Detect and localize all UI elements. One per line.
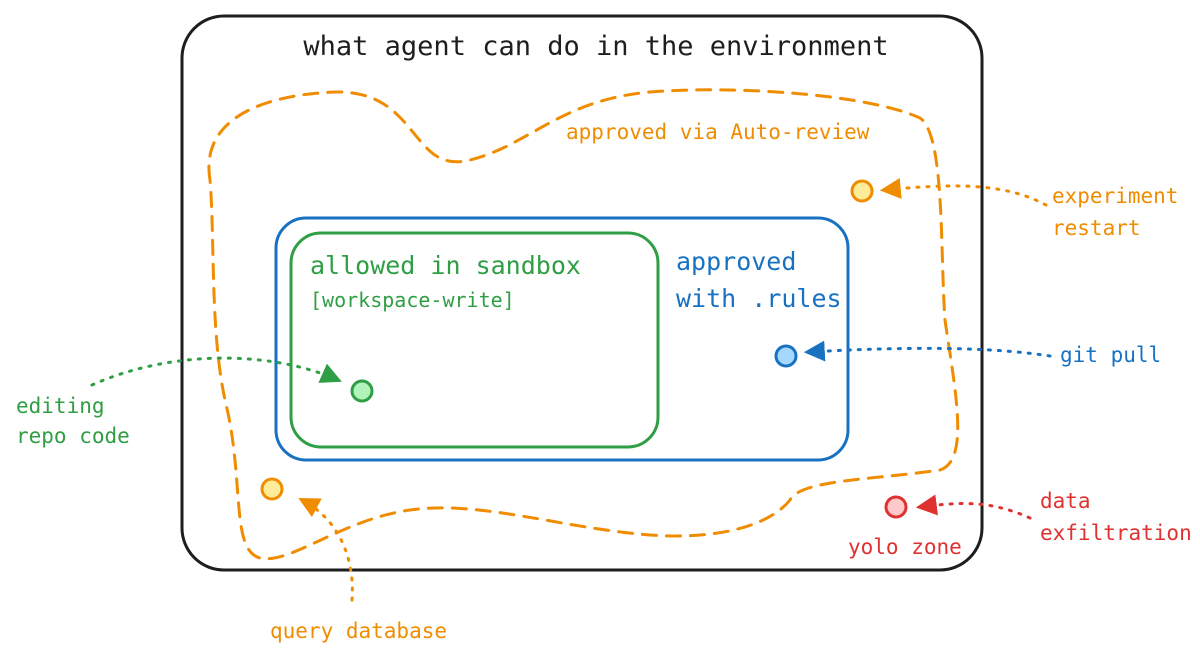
data-exfiltration-arrow	[915, 494, 1032, 520]
environment-box	[180, 14, 984, 572]
query-database-dot	[260, 477, 284, 501]
experiment-label-line1: experiment	[1052, 184, 1178, 208]
editing-label-line1: editing	[16, 394, 105, 418]
editing-repo-dot	[350, 379, 374, 403]
query-database-label: query database	[270, 619, 447, 643]
yolo-zone-label: yolo zone	[848, 535, 962, 559]
diagram-title: what agent can do in the environment	[303, 31, 888, 62]
sandbox-label-line1: allowed in sandbox	[310, 251, 581, 280]
auto-review-label: approved via Auto-review	[566, 120, 870, 144]
query-database-arrow	[298, 498, 354, 602]
editing-repo-arrow	[90, 356, 342, 387]
data-exfiltration-dot	[884, 495, 908, 519]
rules-box	[274, 216, 850, 462]
experiment-restart-arrow	[879, 178, 1048, 207]
auto-review-boundary	[207, 88, 960, 561]
editing-label-line2: repo code	[16, 424, 130, 448]
exfiltration-label-line1: data	[1040, 489, 1091, 513]
git-pull-arrow	[803, 340, 1052, 362]
rules-label-line1: approved	[676, 247, 796, 276]
git-pull-label: git pull	[1060, 343, 1161, 367]
experiment-restart-dot	[850, 179, 874, 203]
experiment-label-line2: restart	[1052, 216, 1141, 240]
sandbox-label-line2: [workspace-write]	[310, 288, 515, 312]
sandbox-box	[289, 231, 660, 449]
git-pull-dot	[774, 344, 798, 368]
exfiltration-label-line2: exfiltration	[1040, 521, 1192, 545]
rules-label-line2: with .rules	[676, 284, 842, 313]
